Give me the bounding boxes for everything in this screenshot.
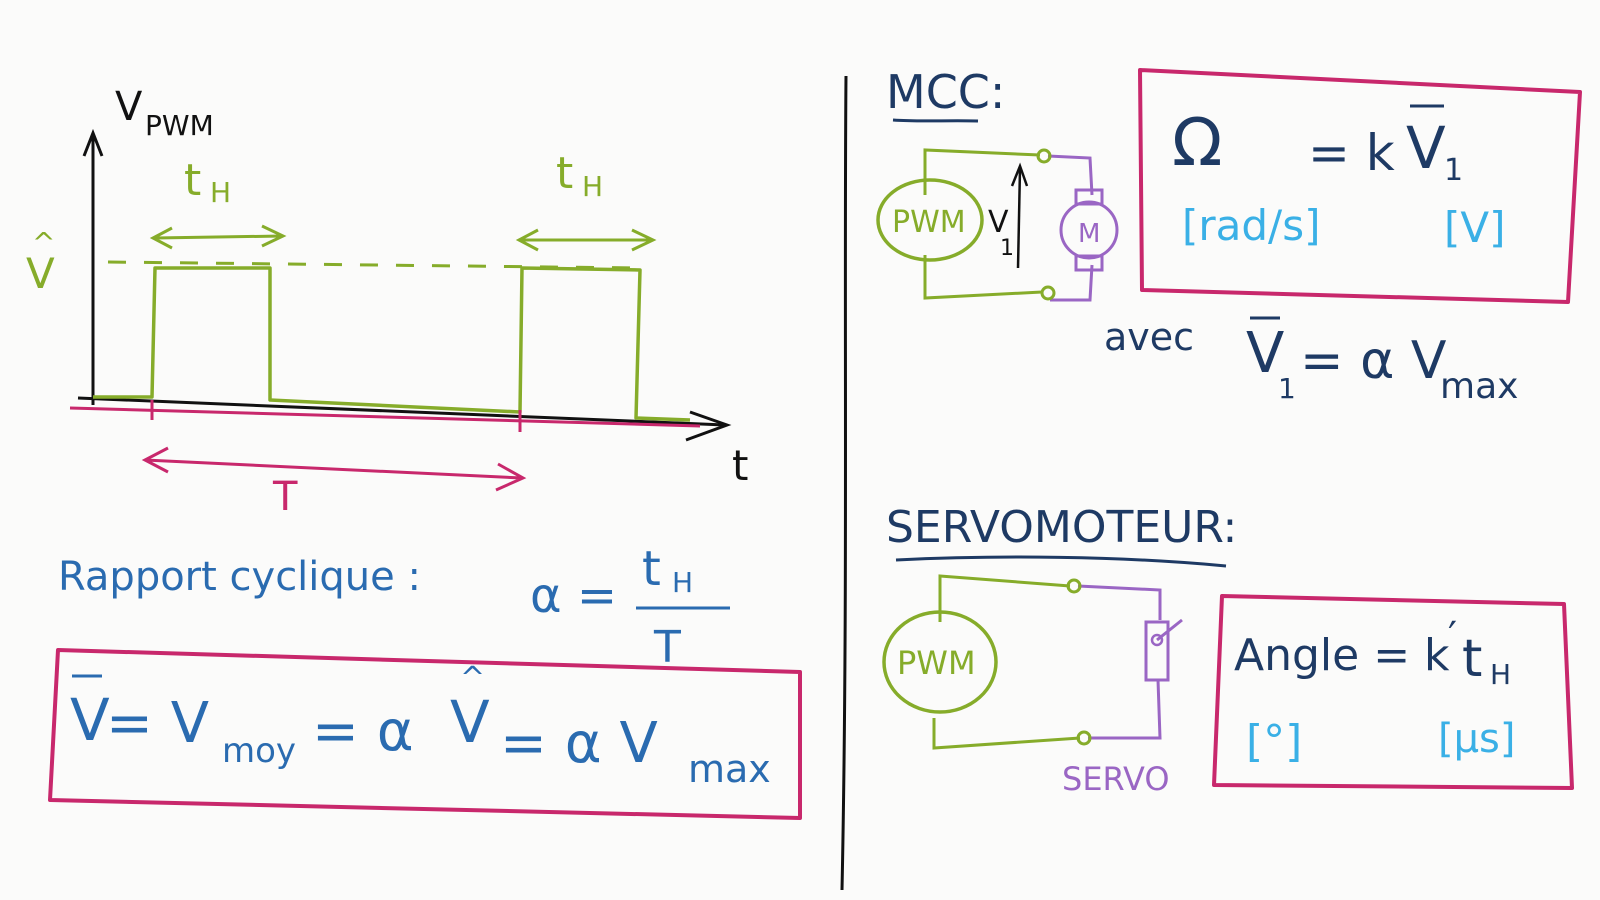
duty-cycle-numerator-sub: H <box>672 566 693 599</box>
pulse-width-arrow-1 <box>149 224 287 250</box>
mcc-voltage-sub: 1 <box>1000 236 1014 261</box>
servo-label: SERVO <box>1062 760 1170 798</box>
mcc-v1: V <box>1406 114 1446 182</box>
servo-angle-t-sub: H <box>1490 658 1511 691</box>
servo-pwm-source <box>882 610 998 714</box>
mcc-section: MCC: PWM V 1 M Ω = k V 1 [rad/s] [V] ave… <box>876 65 1582 407</box>
servo-heading: SERVOMOTEUR: <box>886 502 1237 553</box>
servo-arm <box>1156 618 1183 642</box>
y-axis-label-sub: PWM <box>145 109 214 142</box>
x-axis-label: t <box>732 441 748 490</box>
mcc-voltage-arrowhead <box>1010 162 1029 187</box>
mcc-motor-bottom <box>1074 254 1104 272</box>
formula-v: V <box>70 686 110 754</box>
mcc-motor-label: M <box>1078 219 1100 249</box>
duty-cycle-numerator: t <box>642 541 661 597</box>
servo-circuit-wire-green <box>932 574 1081 750</box>
pwm-waveform <box>93 266 691 422</box>
formula-moy: moy <box>222 731 296 771</box>
servo-angle-prime: ′ <box>1448 614 1457 660</box>
formula-vhat: V <box>450 688 490 756</box>
pulse-width-label-1-sub: H <box>210 176 231 209</box>
divider-line <box>840 75 848 891</box>
y-axis-label: V <box>115 84 143 130</box>
pulse-width-label-2-sub: H <box>582 170 603 203</box>
mcc-heading: MCC: <box>886 65 1005 119</box>
formula-box <box>48 648 802 820</box>
servo-terminal-top <box>1066 578 1082 594</box>
mcc-motor-body <box>1059 200 1119 260</box>
average-voltage-formula: V = V moy = α V ^ = α V max <box>48 648 802 820</box>
servo-formula-box <box>1212 594 1574 790</box>
pulse-width-label-2: t <box>556 148 573 199</box>
duty-cycle-text: Rapport cyclique : <box>58 554 421 600</box>
formula-vhat-hat: ^ <box>460 661 485 696</box>
mcc-terminal-bottom <box>1040 285 1056 301</box>
formula-eq1: = V <box>106 691 209 756</box>
period-arrow <box>141 446 527 492</box>
mcc-pwm-source <box>876 178 984 262</box>
x-axis <box>77 396 726 427</box>
mcc-unit-voltage: [V] <box>1444 203 1506 252</box>
mcc-avec: avec <box>1104 315 1194 359</box>
duty-cycle-denominator: T <box>653 622 681 673</box>
servo-body <box>1144 620 1170 682</box>
mcc-voltage-arrow <box>1016 167 1022 269</box>
mcc-avec-max: max <box>1440 366 1518 407</box>
mcc-circuit-wire-purple <box>1047 154 1094 302</box>
mcc-v1-sub: 1 <box>1444 153 1463 188</box>
mcc-avec-v: V <box>1246 321 1284 386</box>
mcc-formula-box <box>1138 68 1582 304</box>
period-label: T <box>272 474 298 520</box>
servo-unit-time: [μs] <box>1438 716 1516 762</box>
mcc-source-label: PWM <box>892 205 966 240</box>
mcc-terminal-top <box>1036 148 1052 164</box>
duty-cycle-symbol: α = <box>530 568 617 624</box>
amplitude-hat: ^ <box>32 226 55 259</box>
y-axis-arrowhead <box>82 128 104 157</box>
servo-unit-angle: [°] <box>1246 716 1302 767</box>
x-axis-arrowhead <box>685 410 732 442</box>
servo-angle-t: t <box>1462 629 1482 689</box>
formula-eq3: = α V <box>500 711 658 776</box>
period-baseline <box>69 406 701 428</box>
formula-max: max <box>688 747 771 791</box>
mcc-avec-v-sub: 1 <box>1278 372 1296 405</box>
mcc-heading-underline <box>892 118 979 123</box>
servo-circuit-wire-purple <box>1077 584 1162 740</box>
amplitude-label: V <box>26 249 55 298</box>
mcc-voltage-label: V <box>988 205 1009 240</box>
servo-angle-text: Angle = k <box>1234 630 1450 681</box>
servo-section: SERVOMOTEUR: PWM SERVO Angle = k ′ t H [… <box>882 502 1574 798</box>
servo-terminal-bottom <box>1076 730 1092 746</box>
pulse-width-arrow-2 <box>515 228 657 252</box>
pwm-plot: V PWM t V ^ t H t H T <box>26 84 748 520</box>
formula-eq2: = α <box>312 699 414 764</box>
mcc-motor-top <box>1074 188 1104 206</box>
servo-heading-underline <box>895 555 1227 568</box>
mcc-eq: = k <box>1308 124 1395 182</box>
mcc-unit-speed: [rad/s] <box>1182 201 1320 250</box>
mcc-omega: Ω <box>1172 104 1222 181</box>
mcc-avec-eq: = α V <box>1300 331 1447 391</box>
pulse-width-label-1: t <box>184 155 201 206</box>
servo-source-label: PWM <box>897 644 976 682</box>
duty-cycle-definition: Rapport cyclique : α = t H T <box>58 541 730 673</box>
servo-horn <box>1150 633 1164 647</box>
